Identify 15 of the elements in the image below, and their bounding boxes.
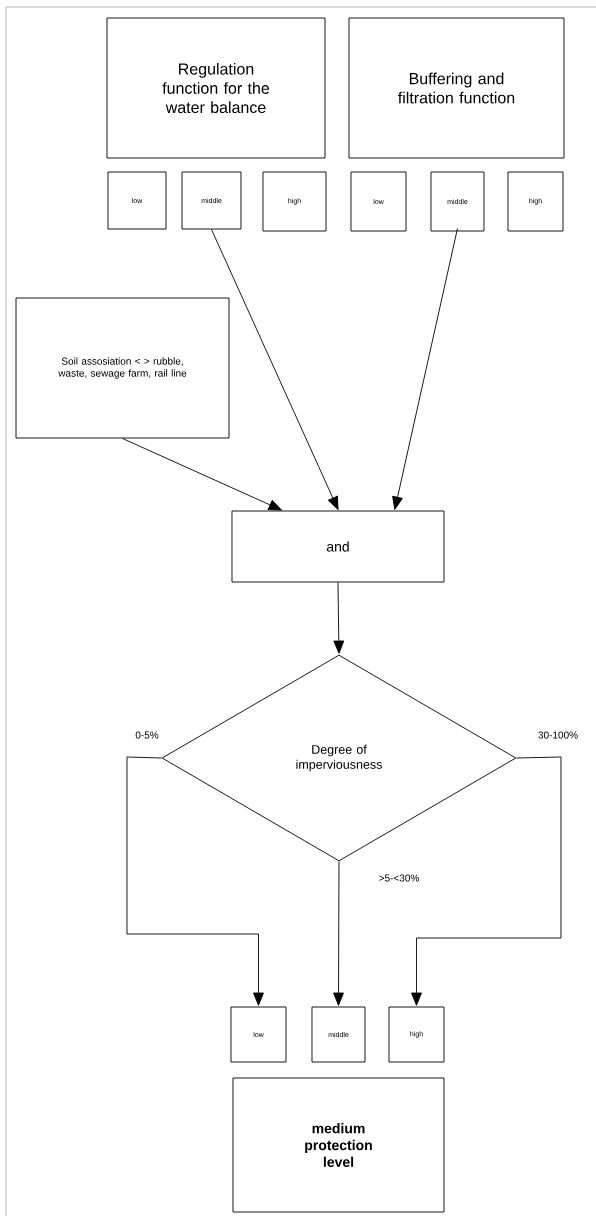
arrow <box>411 756 562 1006</box>
process-box: Buffering and filtration function <box>348 17 565 159</box>
arrow <box>211 229 339 510</box>
process-box: Regulation function for the water balance <box>106 17 326 159</box>
arrow <box>392 228 458 510</box>
arrow <box>122 438 282 511</box>
process-box: and <box>231 510 445 583</box>
arrow <box>126 756 264 1006</box>
edge-label: >5-<30% <box>377 873 421 883</box>
arrow <box>333 861 344 1006</box>
edge-label: 30-100% <box>537 730 579 740</box>
process-box: Soil assosiation < > rubble, waste, sewage farm, rail line <box>15 297 230 439</box>
process-box: medium protection level <box>232 1077 445 1213</box>
arrow <box>333 582 345 654</box>
edge-label: 0-5% <box>134 730 160 740</box>
